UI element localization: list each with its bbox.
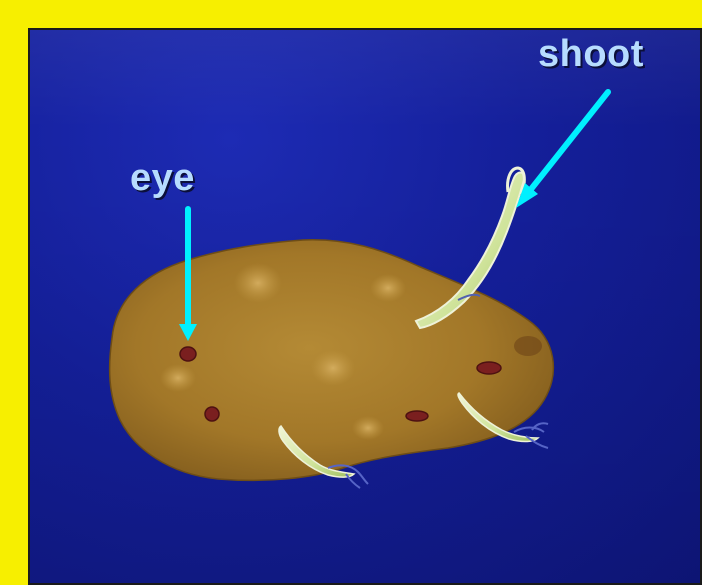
shoot-arrow-shaft <box>528 92 608 193</box>
shoot-label: shoot <box>538 35 644 73</box>
diagram-panel: shoot eye <box>28 28 702 585</box>
potato-blotch <box>234 263 282 303</box>
potato-dark-end <box>514 336 542 356</box>
potato-blotch <box>160 364 196 392</box>
potato-eye <box>406 411 428 421</box>
potato-eye <box>180 347 196 361</box>
potato-eye <box>477 362 501 374</box>
potato-blotch <box>352 416 384 440</box>
potato-blotch <box>311 350 355 386</box>
potato-blotch <box>370 274 406 302</box>
eye-label: eye <box>130 159 195 197</box>
potato-illustration <box>28 28 702 585</box>
potato-eye <box>205 407 219 421</box>
